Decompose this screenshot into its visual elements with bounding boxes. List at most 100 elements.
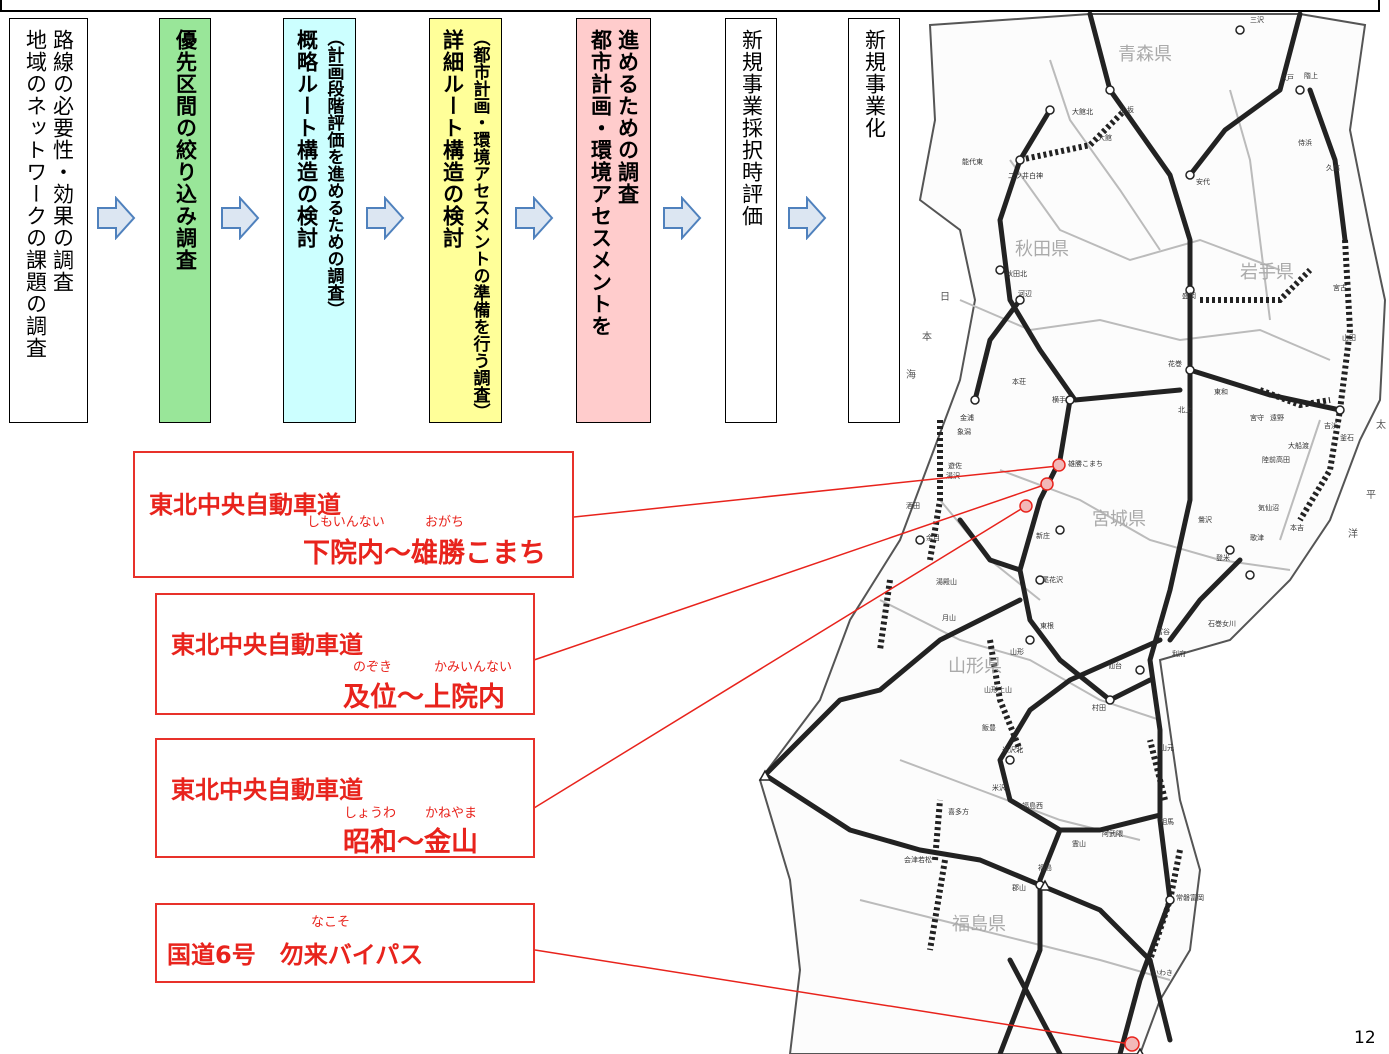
step-priority-section: 優先区間の絞り込み調査 [159,18,211,423]
place-label: 侍浜 [1298,138,1312,147]
step-assessment: 進めるための調査 都市計画・環境アセスメントを [576,18,651,423]
ruby-reading: のぞき [353,660,393,675]
place-label: 会津若松 [904,855,932,864]
sea-label: 平 [1366,490,1376,501]
place-label: 大館 [1098,133,1112,142]
place-label: 新庄 [1036,531,1050,540]
prefecture-label: 宮城県 [1092,509,1146,530]
place-label: 霊山 [1072,839,1086,848]
place-label: 尾花沢 [1042,575,1063,584]
place-label: 郡山 [1012,883,1026,892]
place-label: いわき [1152,969,1173,977]
header-frame [0,0,1380,12]
place-label: 三沢 [1250,15,1264,24]
target-section-marker [1019,499,1033,513]
place-label: 福島 [1038,863,1052,872]
place-label: 山形 [1010,647,1024,656]
target-section-marker [1052,458,1066,472]
place-label: 北上 [1178,405,1192,414]
place-label: 山田 [1342,333,1356,342]
place-label: 米沢北 [1002,745,1023,754]
step-line: 地域のネットワークの課題の調査 [23,29,48,359]
callout-nakoso-bypass: なこそ 国道6号 勿来バイパス [155,903,535,983]
page-number: 12 [1354,1028,1376,1048]
place-label: 阿武隈 [1102,829,1123,838]
place-label: 能代東 [962,157,983,166]
sea-label: 本 [922,330,932,343]
place-label: 遊佐 [948,461,962,470]
step-line: 新規事業採択時評価 [739,29,764,227]
right-arrow-icon [221,196,260,240]
place-label: 登米 [1216,553,1230,562]
place-label: 釜石 [1340,433,1354,442]
sea-label: 太 [1376,418,1386,431]
landmass [758,13,1387,1054]
right-arrow-icon [788,196,827,240]
callout-showa-kaneyama: 東北中央自動車道 しょうわ かねやま 昭和～金山 [155,738,535,858]
step-line: 都市計画・環境アセスメントを [588,29,613,337]
prefecture-label: 青森県 [1118,44,1172,65]
step-line: （都市計画・環境アセスメントの準備を行う調査） [469,29,490,420]
road-name: 東北中央自動車道 [171,631,363,659]
step-line: 進めるための調査 [615,29,640,205]
step-detailed-route: （都市計画・環境アセスメントの準備を行う調査） 詳細ルート構造の検討 [429,18,502,423]
place-label: 階上 [1304,71,1318,80]
section-name: 昭和～金山 [343,827,478,858]
step-new-project: 新規事業化 [848,18,900,423]
place-label: 河辺 [1018,290,1032,298]
road-name: 東北中央自動車道 [149,491,341,519]
place-label: 相馬 [1160,817,1174,826]
sea-label: 洋 [1348,527,1358,540]
place-label: 余目 [926,533,940,542]
place-label: 利府 [1172,649,1186,658]
place-label: 安代 [1196,177,1210,186]
place-label: 金浦 [960,413,974,422]
place-label: 酒田 [906,502,920,510]
callout-shimoinnai-ogachikomachi: 東北中央自動車道 しもいんない おがち 下院内～雄勝こまち [133,451,574,578]
place-label: 仙台 [1108,661,1122,670]
sea-label: 日 [940,292,950,303]
target-section-marker [1124,1036,1140,1052]
right-arrow-icon [366,196,405,240]
sea-label: 海 [906,368,916,381]
place-label: 宮古 [1333,283,1347,292]
step-line: （計画段階評価を進めるための調査） [323,29,344,318]
place-label: 雄勝こまち [1068,459,1103,468]
place-label: 大館北 [1072,107,1093,116]
right-arrow-icon [663,196,702,240]
place-label: 山形上山 [984,685,1012,694]
step-rough-route: （計画段階評価を進めるための調査） 概略ルート構造の検討 [283,18,356,423]
prefecture-label: 秋田県 [1015,239,1069,260]
ruby-reading: おがち [425,515,465,530]
step-line: 路線の必要性・効果の調査 [50,29,75,293]
target-section-marker [1040,477,1054,491]
prefecture-label: 岩手県 [1240,262,1294,283]
place-label: 陸前高田 [1262,455,1290,464]
place-label: 秋田北 [1006,269,1027,278]
ruby-reading: かねやま [425,806,478,821]
place-label: 月山 [942,613,956,622]
section-name: 及位～上院内 [343,682,505,713]
place-label: 宮守 [1250,413,1264,422]
callout-nozoki-kamiinnai: 東北中央自動車道 のぞき かみいんない 及位～上院内 [155,593,535,715]
place-label: 飯豊 [982,723,996,732]
place-label: 花巻 [1168,359,1182,368]
prefecture-label: 福島県 [952,914,1006,935]
place-label: 大船渡 [1288,441,1309,450]
step-line: 新規事業化 [862,29,887,139]
ruby-reading: しょうわ [344,806,397,821]
ruby-reading: しもいんない [307,515,385,530]
step-line: 詳細ルート構造の検討 [440,29,465,249]
place-label: 小坂 [1120,105,1134,114]
place-label: 東和 [1214,387,1228,396]
place-label: 盛岡 [1182,291,1196,300]
road-name: 東北中央自動車道 [171,776,363,804]
place-label: 吉浜 [1324,421,1338,430]
place-label: 歌津 [1250,533,1264,542]
place-label: 八戸 [1280,74,1294,82]
step-new-project-evaluation: 新規事業採択時評価 [725,18,777,423]
place-label: 気仙沼 [1258,503,1279,512]
right-arrow-icon [97,196,136,240]
place-label: 東根 [1040,621,1054,630]
